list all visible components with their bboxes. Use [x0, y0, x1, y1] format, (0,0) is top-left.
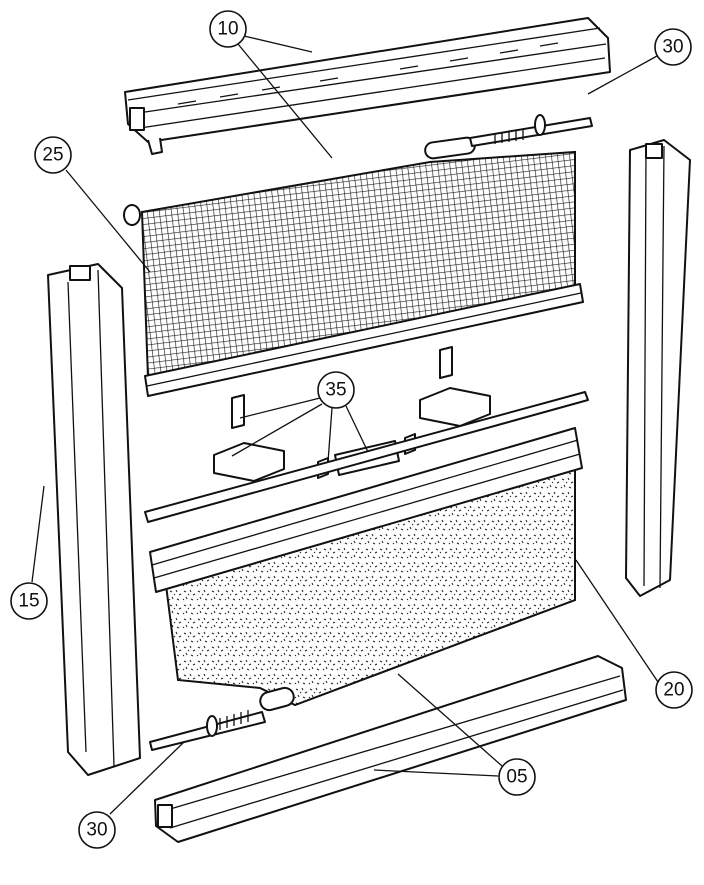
callout-20: 20 — [655, 671, 693, 709]
blind-fabric — [149, 427, 583, 707]
bottom-rail — [154, 655, 627, 843]
callout-15: 15 — [10, 582, 48, 620]
top-rail — [124, 17, 611, 155]
leader-lines — [31, 35, 659, 815]
top-spring-rod — [424, 114, 593, 160]
callout-30-bottom: 30 — [78, 811, 116, 849]
callout-30-top: 30 — [654, 28, 692, 66]
callout-05: 05 — [498, 758, 536, 796]
callout-label: 25 — [42, 145, 63, 166]
callout-label: 05 — [506, 767, 527, 788]
right-post — [625, 139, 691, 597]
left-post — [47, 263, 141, 776]
callout-label: 30 — [662, 37, 683, 58]
middle-rod — [144, 391, 589, 523]
callout-label: 35 — [325, 380, 346, 401]
callout-10: 10 — [209, 10, 247, 48]
bottom-spring-rod — [149, 686, 295, 751]
callout-label: 30 — [86, 820, 107, 841]
callout-label: 10 — [217, 19, 238, 40]
callout-label: 15 — [18, 591, 39, 612]
mesh-screen — [123, 150, 584, 397]
callout-25: 25 — [34, 136, 72, 174]
callout-35: 35 — [317, 371, 355, 409]
callout-label: 20 — [663, 680, 684, 701]
